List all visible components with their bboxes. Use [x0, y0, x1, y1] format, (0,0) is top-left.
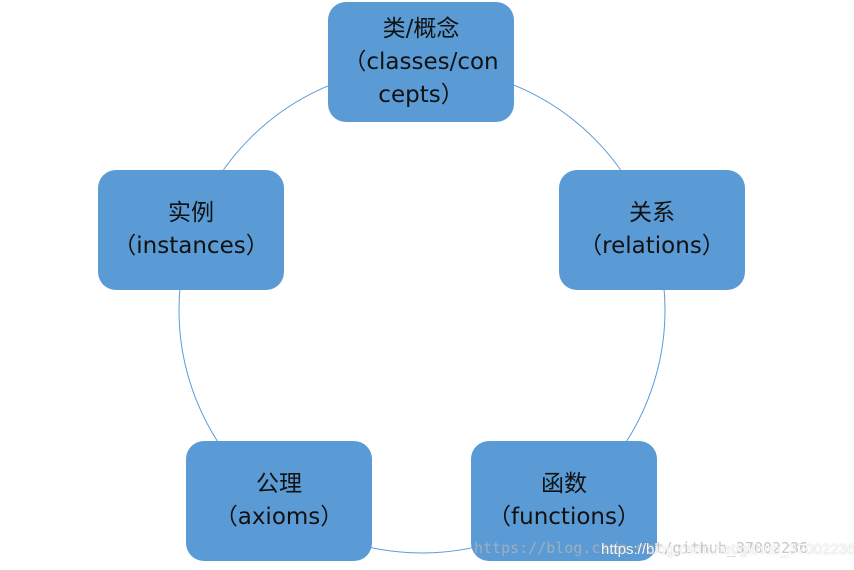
node-classes-title: 类/概念 — [382, 15, 460, 42]
node-instances: 实例 （instances） — [98, 170, 284, 290]
node-classes-subtitle-2: cepts） — [378, 81, 464, 108]
node-relations-title: 关系 — [629, 200, 675, 226]
node-relations-subtitle: （relations） — [579, 233, 725, 259]
node-classes-subtitle-1: （classes/con — [343, 48, 499, 75]
node-axioms-title: 公理 — [256, 471, 302, 497]
node-functions: 函数 （functions） — [471, 441, 657, 561]
node-relations: 关系 （relations） — [559, 170, 745, 290]
watermark-url-overlay: https://blog.csdn.net/github_37002236 — [601, 541, 854, 558]
node-functions-subtitle: （functions） — [488, 504, 640, 530]
watermark-url: https://blog.csdn.net/github_37002236 — [474, 539, 809, 557]
node-instances-title: 实例 — [168, 200, 214, 226]
node-axioms-subtitle: （axioms） — [214, 504, 344, 530]
node-instances-subtitle: （instances） — [113, 233, 269, 259]
node-axioms: 公理 （axioms） — [186, 441, 372, 561]
node-functions-title: 函数 — [541, 471, 587, 497]
node-classes-concepts: 类/概念 （classes/con cepts） — [328, 2, 514, 122]
